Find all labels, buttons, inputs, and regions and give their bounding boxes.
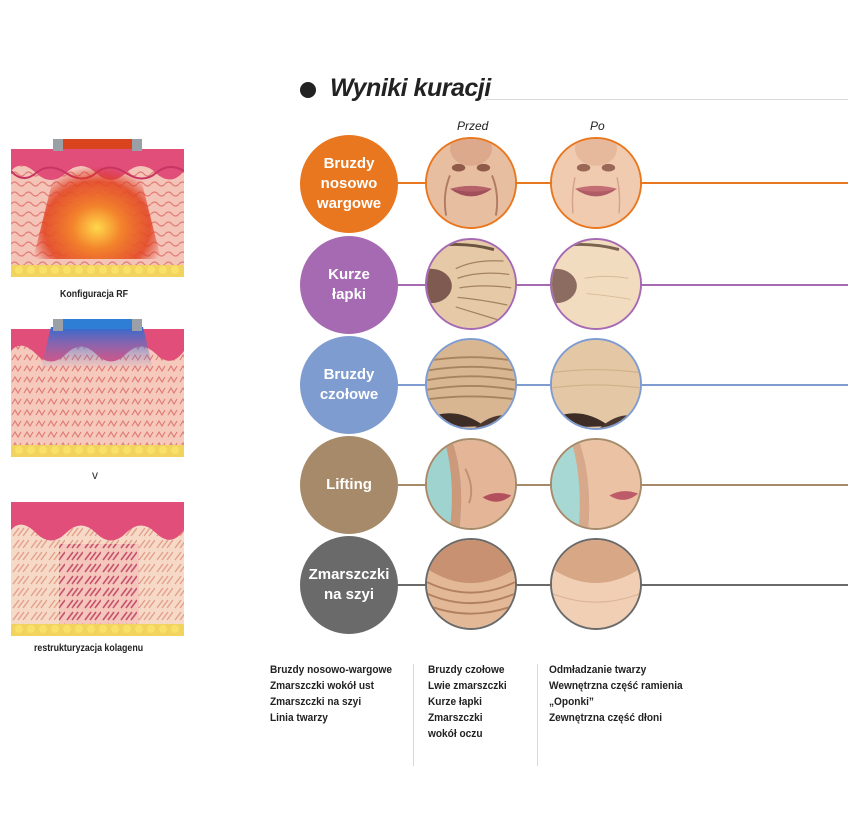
- photo-after-lifting: [550, 438, 642, 530]
- skin-diagram-heated: [11, 319, 184, 457]
- photo-after-nasolabial: [550, 137, 642, 229]
- column-header-before: Przed: [457, 119, 489, 133]
- list-divider: [413, 664, 414, 766]
- list-item: Bruzdy czołowe: [428, 664, 505, 676]
- list-item: Wewnętrzna część ramienia: [549, 680, 683, 692]
- title-bullet-icon: [300, 82, 316, 98]
- list-item: Bruzdy nosowo-wargowe: [270, 664, 393, 676]
- caption-rf: Konfiguracja RF: [60, 289, 128, 300]
- photo-before-crowsfeet: [425, 238, 517, 330]
- label-crowsfeet: Kurze łapki: [300, 236, 398, 334]
- list-item: Odmładzanie twarzy: [549, 664, 647, 676]
- list-divider: [537, 664, 538, 766]
- photo-after-forehead: [550, 338, 642, 430]
- photo-before-nasolabial: [425, 137, 517, 229]
- photo-after-crowsfeet: [550, 238, 642, 330]
- list-item: wokół oczu: [428, 728, 483, 740]
- page-title: Wyniki kuracji: [330, 74, 491, 102]
- label-lifting: Lifting: [300, 436, 398, 534]
- list-item: Zmarszczki: [428, 712, 483, 724]
- list-item: Zmarszczki na szyi: [270, 696, 362, 708]
- list-item: Linia twarzy: [270, 712, 328, 724]
- column-header-after: Po: [590, 119, 605, 133]
- skin-diagram-rf: [11, 139, 184, 277]
- title-divider: [486, 99, 848, 100]
- label-forehead: Bruzdy czołowe: [300, 336, 398, 434]
- list-indications-2: Bruzdy czołowe Lwie zmarszczki Kurze łap…: [428, 662, 514, 742]
- label-nasolabial: Bruzdy nosowo wargowe: [300, 135, 398, 233]
- photo-after-neck: [550, 538, 642, 630]
- list-item: Lwie zmarszczki: [428, 680, 507, 692]
- list-item: Zmarszczki wokół ust: [270, 680, 375, 692]
- caption-collagen: restrukturyzacja kolagenu: [34, 643, 144, 654]
- down-arrow-icon: v: [92, 468, 98, 482]
- list-item: Kurze łapki: [428, 696, 482, 708]
- list-indications-1: Bruzdy nosowo-wargowe Zmarszczki wokół u…: [270, 662, 403, 726]
- skin-diagram-collagen: [11, 502, 184, 636]
- photo-before-lifting: [425, 438, 517, 530]
- list-indications-3: Odmładzanie twarzy Wewnętrzna część rami…: [549, 662, 694, 726]
- photo-before-forehead: [425, 338, 517, 430]
- list-item: „Oponki”: [549, 696, 594, 708]
- label-neck: Zmarszczki na szyi: [300, 536, 398, 634]
- list-item: Zewnętrzna część dłoni: [549, 712, 663, 724]
- photo-before-neck: [425, 538, 517, 630]
